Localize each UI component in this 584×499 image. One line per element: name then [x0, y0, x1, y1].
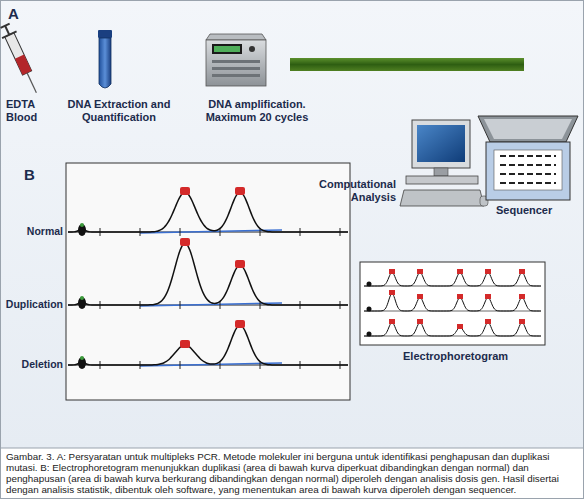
- trace-line: [500, 173, 556, 175]
- trace-curve: [68, 243, 348, 305]
- peak-marker: [457, 269, 463, 274]
- marker-dot: [367, 282, 372, 287]
- computer-icon: [400, 120, 488, 206]
- peak-marker: [417, 269, 423, 274]
- marker-dot: [78, 224, 86, 236]
- tick: [180, 361, 181, 369]
- peak-marker: [485, 269, 491, 274]
- sequencer-icon: [478, 116, 578, 200]
- peak-marker: [417, 294, 423, 299]
- peak-marker: [389, 319, 395, 324]
- thermocycler-icon: [206, 34, 266, 86]
- row-label: Deletion: [2, 358, 63, 371]
- caption-rule: [0, 448, 584, 449]
- marker-dot: [78, 297, 86, 309]
- peak-marker: [180, 238, 190, 246]
- peak-marker: [235, 260, 245, 268]
- small-electropherogram-traces: [364, 269, 541, 337]
- trace-curve: [364, 272, 541, 286]
- background: [0, 0, 584, 448]
- syringe-icon: [0, 22, 44, 96]
- trace-curve: [68, 325, 348, 365]
- marker-dot: [80, 356, 84, 360]
- step-label: Computational Analysis: [306, 178, 396, 204]
- row-label: Normal: [2, 225, 63, 238]
- panel-letter: A: [8, 5, 19, 23]
- peak-marker: [417, 319, 423, 324]
- peak-marker: [457, 294, 463, 299]
- marker-dot: [80, 296, 84, 300]
- tick: [180, 228, 181, 236]
- figure-caption: Gambar. 3. A: Persyaratan untuk multiple…: [6, 451, 578, 495]
- step-label: DNA Extraction and Quantification: [58, 98, 180, 124]
- sequencer-trace-lines: [500, 156, 556, 183]
- peak-marker: [235, 320, 245, 328]
- peak-marker: [485, 319, 491, 324]
- peak-marker: [519, 294, 525, 299]
- peak-marker: [180, 340, 190, 348]
- peak-marker: [519, 269, 525, 274]
- peak-marker: [485, 294, 491, 299]
- peak-marker: [180, 187, 190, 195]
- trace-curve: [68, 192, 348, 232]
- process-bar: [290, 58, 524, 71]
- peak-marker: [389, 269, 395, 274]
- trace-line: [500, 155, 556, 157]
- row-label: Duplication: [2, 298, 63, 311]
- panel-letter: B: [24, 166, 35, 184]
- peak-marker: [389, 290, 395, 295]
- peak-marker: [235, 187, 245, 195]
- step-label: Sequencer: [496, 204, 552, 217]
- marker-dot: [367, 332, 372, 337]
- trace-line: [500, 164, 556, 166]
- marker-dot: [80, 223, 84, 227]
- peak-marker: [519, 319, 525, 324]
- test-tube-icon: [98, 30, 112, 88]
- tick: [180, 301, 181, 309]
- step-label: DNA amplification. Maximum 20 cycles: [192, 98, 322, 124]
- trace-line: [500, 182, 556, 184]
- trace-curve: [364, 322, 541, 336]
- baseline: [364, 286, 541, 287]
- step-label: EDTA Blood: [6, 98, 50, 124]
- figure-label: Electrophoretogram: [403, 350, 508, 363]
- peak-marker: [457, 324, 463, 329]
- trace-curve: [364, 294, 541, 311]
- electropherogram-traces: [68, 187, 348, 369]
- marker-dot: [367, 307, 372, 312]
- small-electropherogram-panel: [360, 262, 545, 345]
- marker-dot: [78, 357, 86, 369]
- blue-baseline: [140, 303, 282, 306]
- electropherogram-panel: [66, 163, 350, 400]
- baseline: [364, 311, 541, 312]
